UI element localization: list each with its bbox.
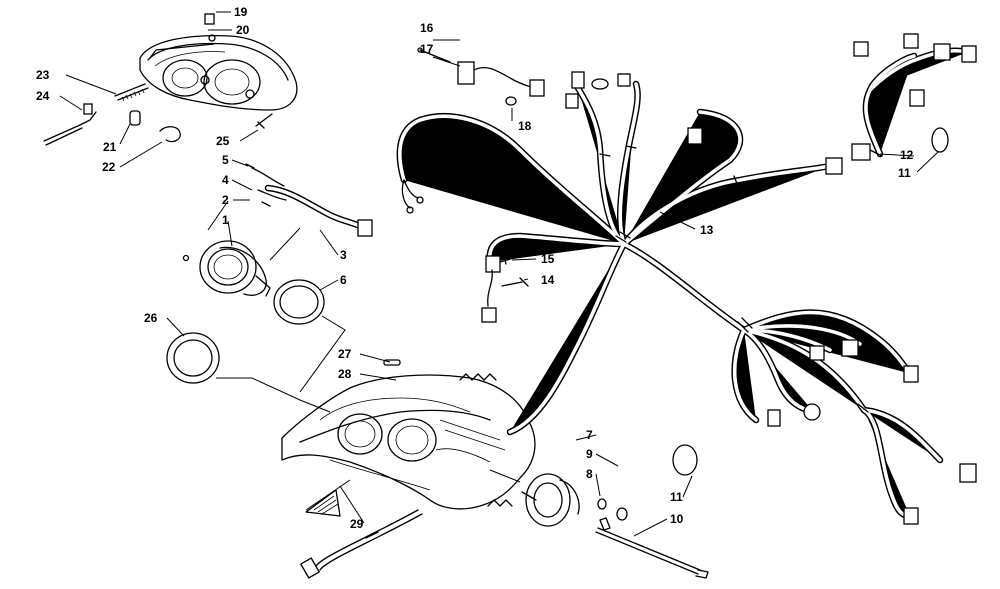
- callout-17: 17: [420, 42, 434, 56]
- callout-25: 25: [216, 134, 230, 148]
- callout-6: 6: [340, 273, 347, 287]
- main-harness: [396, 47, 972, 520]
- callout-19: 19: [234, 5, 248, 19]
- screw-16: [419, 49, 451, 63]
- callout-24: 24: [36, 89, 50, 103]
- callout-7: 7: [586, 428, 593, 442]
- nut-18: [505, 96, 517, 106]
- clip-ring-11a: [931, 127, 949, 153]
- callout-22: 22: [102, 160, 116, 174]
- callout-10: 10: [670, 512, 684, 526]
- gauge-assembly: [182, 240, 325, 325]
- callout-15: 15: [541, 252, 555, 266]
- callout-11-lower: 11: [670, 490, 683, 504]
- callout-26: 26: [144, 311, 158, 325]
- callout-13: 13: [700, 223, 714, 237]
- connector-17: [457, 61, 475, 85]
- screw-15: [499, 255, 515, 265]
- clip-ring-11b: [672, 444, 698, 476]
- gauge-harness: [245, 163, 373, 237]
- callout-1: 1: [222, 213, 229, 227]
- callout-27: 27: [338, 347, 352, 361]
- callout-8: 8: [586, 467, 593, 481]
- dash-console: [281, 359, 536, 510]
- callout-3: 3: [340, 248, 347, 262]
- cushion-26: [166, 332, 220, 384]
- callout-12: 12: [900, 148, 914, 162]
- callout-28: 28: [338, 367, 352, 381]
- callout-20: 20: [236, 23, 250, 37]
- harness-connectors: [457, 33, 977, 525]
- key-switch: [521, 473, 709, 579]
- callout-23: 23: [36, 68, 50, 82]
- callout-29: 29: [350, 517, 364, 531]
- callout-4: 4: [222, 173, 229, 187]
- callout-18: 18: [518, 119, 532, 133]
- leader-lines: [59, 11, 939, 537]
- callout-21: 21: [103, 140, 117, 154]
- callout-9: 9: [586, 447, 593, 461]
- callout-11-upper: 11: [898, 166, 911, 180]
- lower-cable: [299, 509, 423, 579]
- callout-numbers: 19 20 23 24 21 22 25 5 4 2 1 3 6 26 27 2…: [36, 5, 914, 531]
- callout-14: 14: [541, 273, 555, 287]
- headlight-assembly: [43, 13, 298, 146]
- callout-2: 2: [222, 193, 229, 207]
- callout-16: 16: [420, 21, 434, 35]
- decal-29: [305, 489, 341, 517]
- callout-5: 5: [222, 153, 229, 167]
- clip-19: [204, 13, 215, 25]
